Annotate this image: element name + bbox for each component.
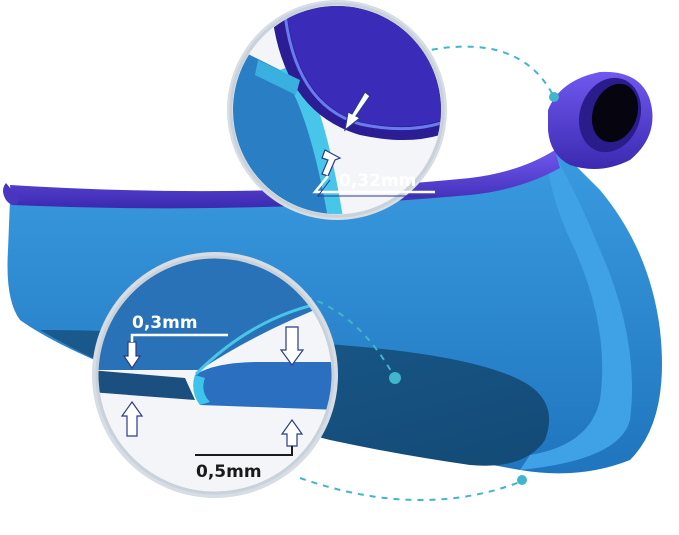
arrow-up-icon xyxy=(321,149,342,177)
wall-thickness-top-label: 0,32mm xyxy=(339,171,417,191)
arrow-down-icon xyxy=(344,91,371,132)
callout-dot-top xyxy=(549,92,559,102)
wall-thickness-bottom-label: 0,5mm xyxy=(196,462,262,482)
callout-lines xyxy=(199,45,555,501)
magnifier-top xyxy=(227,0,447,220)
floor-thickness-label: 0,3mm xyxy=(132,313,198,333)
arrow-down-icon xyxy=(122,326,305,370)
callout-dot-middle xyxy=(389,372,401,384)
arrow-up-icon xyxy=(120,400,304,447)
callout-dot-bottom xyxy=(517,475,527,485)
ring-tube-end xyxy=(548,71,653,169)
magnifier-bottom xyxy=(92,252,338,498)
